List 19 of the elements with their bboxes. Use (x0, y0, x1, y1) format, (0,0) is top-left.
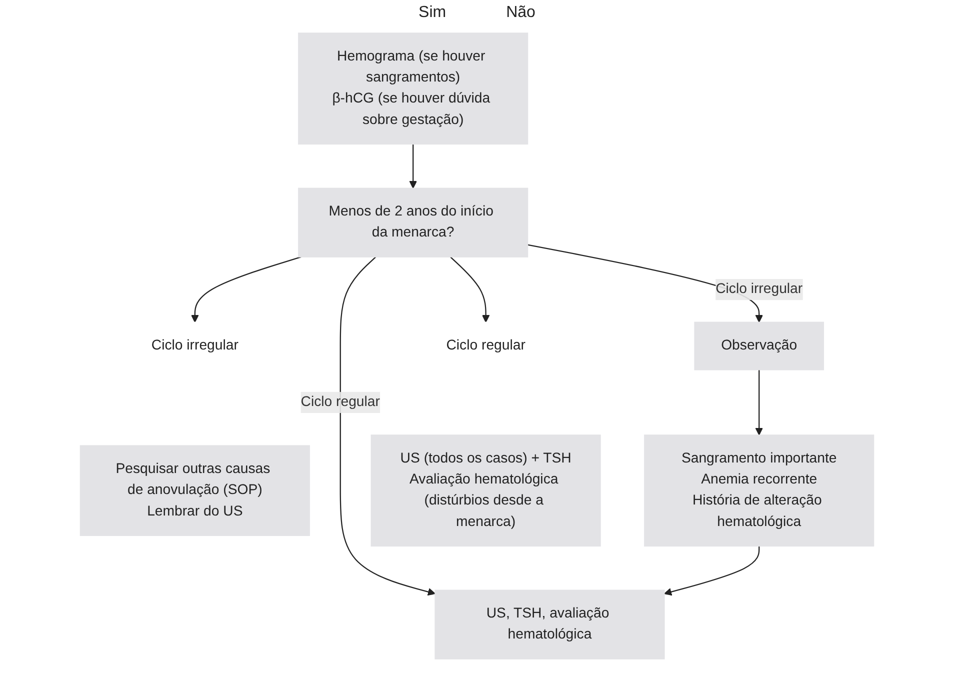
arrow (191, 256, 302, 323)
arrow (340, 256, 436, 596)
branch-label: Sim (418, 4, 446, 22)
arrow (755, 370, 763, 436)
node-text: Ciclo irregular (151, 338, 238, 354)
node-box: Pesquisar outras causas de anovulação (SOP) Lembrar do US (80, 445, 310, 536)
arrow (664, 546, 760, 596)
arrow (409, 144, 417, 189)
node-box: Observação (694, 322, 824, 370)
edge-label: Ciclo regular (300, 394, 380, 410)
node-text: Ciclo regular (446, 338, 526, 354)
branch-label: Não (506, 4, 536, 22)
node-box: US (todos os casos) + TSH Avaliação hematológica (distúrbios desde a menarca) (370, 434, 601, 547)
edge-label: Ciclo irregular (716, 282, 803, 297)
arrow (450, 256, 490, 323)
node-box: US, TSH, avaliação hematológica (434, 590, 665, 660)
node-box: Menos de 2 anos do início da menarca? (298, 188, 528, 258)
node-box: Hemograma (se houver sangramentos) β-hCG (se houver dúvida sobre gestação) (298, 32, 528, 145)
node-box: Sangramento importante Anemia recorrente História de alteração hematológica (644, 434, 874, 547)
